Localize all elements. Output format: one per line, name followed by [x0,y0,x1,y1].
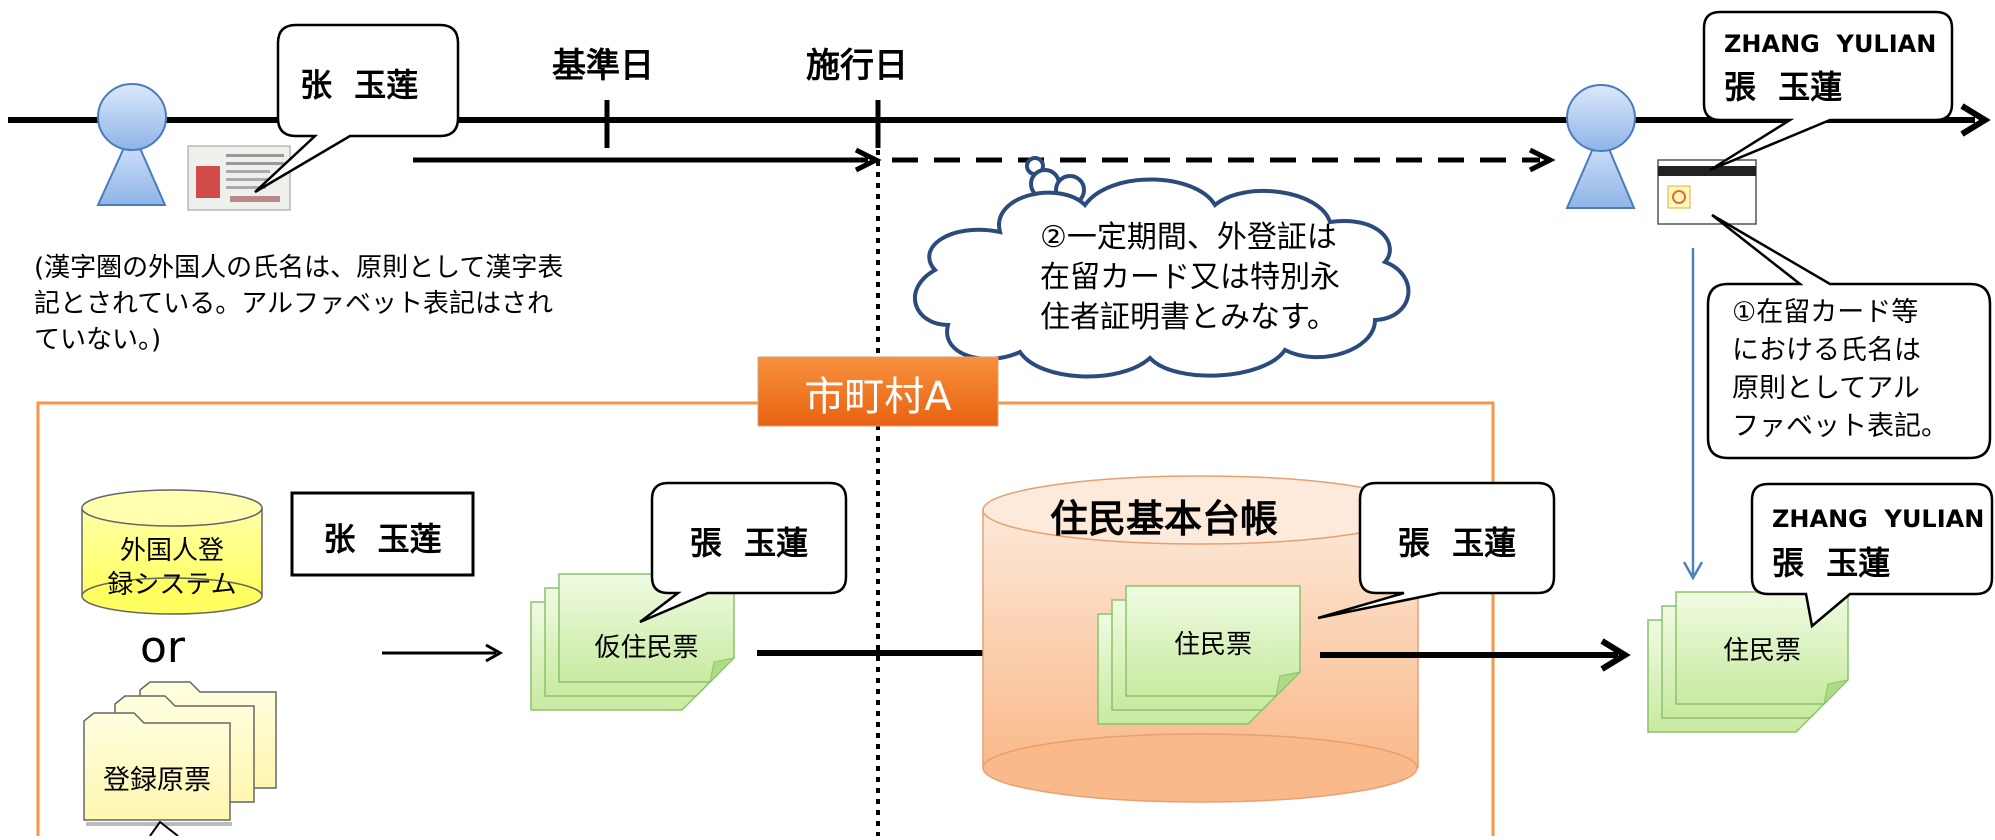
name-bubble-right-latin: ZHANG YULIAN [1724,30,1937,58]
person-right-icon [1565,84,1636,209]
cloud-line-2: 在留カード又は特別永 [1040,260,1340,295]
municipality-label: 市町村A [804,374,952,420]
juminhyo-stack-final [1647,591,1850,733]
cloud-text: ②一定期間、外登証は 在留カード又は特別永 住者証明書とみなす。 [1040,218,1340,338]
cylinder-line-2: 録システム [107,570,237,600]
person-left-icon [96,83,167,206]
left-note-line-1: (漢字圏の外国人の氏名は、原則として漢字表 [34,253,564,283]
left-note-line-3: ていない。) [34,325,162,355]
name-bubble-kari-text: 張 玉蓮 [689,524,809,562]
callout-line-3: 原則としてアル [1732,373,1920,404]
name-bubble-final-kanji: 張 玉蓮 [1772,544,1891,582]
foreigner-registration-system-db [81,489,263,615]
dashed-arrow-top-head [1528,147,1556,173]
juminhyo-stack-middle [1097,585,1302,725]
kijunbi-label: 基準日 [552,46,654,86]
cylinder-line-1: 外国人登 [119,536,224,566]
name-bubble-final-latin: ZHANG YULIAN [1772,505,1985,533]
name-box-left [290,491,475,577]
name-bubble-right-kanji: 張 玉蓮 [1724,68,1843,106]
jumin-kihon-daicho-db [982,475,1419,803]
callout-residence-card [1706,213,1992,460]
name-bubble-left [254,23,460,194]
folder-label: 登録原票 [103,765,211,796]
callout-line-4: ファベット表記。 [1732,411,1948,442]
cylinder-text: 外国人登 録システム [82,534,262,602]
callout-line-2: における氏名は [1732,335,1921,366]
name-bubble-right-top [1702,10,1954,172]
cloud-line-1: ②一定期間、外登証は [1040,220,1337,255]
cloud-line-3: 住者証明書とみなす。 [1040,300,1337,335]
bubble-tail-bottom-left [149,820,179,837]
name-bubble-final [1750,482,1994,629]
solid-arrow-top-head [854,147,882,173]
kari-juminhyo-label: 仮住民票 [594,633,699,663]
name-bubble-kari [639,481,848,624]
name-bubble-jumin [1317,481,1556,620]
shikoubi-label: 施行日 [806,46,908,86]
residence-card-icon [1657,159,1757,225]
callout-line-1: ①在留カード等 [1732,297,1919,328]
callout-text: ①在留カード等 における氏名は 原則としてアル ファベット表記。 [1732,294,1948,446]
name-box-left-text: 张 玉莲 [323,520,442,558]
blue-down-arrow-head [1682,561,1704,581]
arrow-to-kari-juminhyo-head [485,643,504,663]
name-bubble-left-text: 张 玉莲 [300,66,419,104]
municipality-label-box [757,356,999,427]
arrow-to-final-juminhyo-head [1600,638,1631,672]
jumin-db-label: 住民基本台帳 [1050,497,1279,541]
registration-folders-icon [83,681,277,826]
or-label: or [140,622,186,673]
timeline-arrowhead [1960,103,1991,137]
name-bubble-jumin-text: 張 玉蓮 [1397,524,1517,562]
juminhyo-middle-label: 住民票 [1173,630,1252,660]
juminhyo-final-label: 住民票 [1722,636,1801,666]
left-note: (漢字圏の外国人の氏名は、原則として漢字表 記とされている。アルファベット表記は… [34,250,563,358]
left-note-line-2: 記とされている。アルファベット表記はされ [34,289,553,319]
thought-cloud [913,156,1411,379]
